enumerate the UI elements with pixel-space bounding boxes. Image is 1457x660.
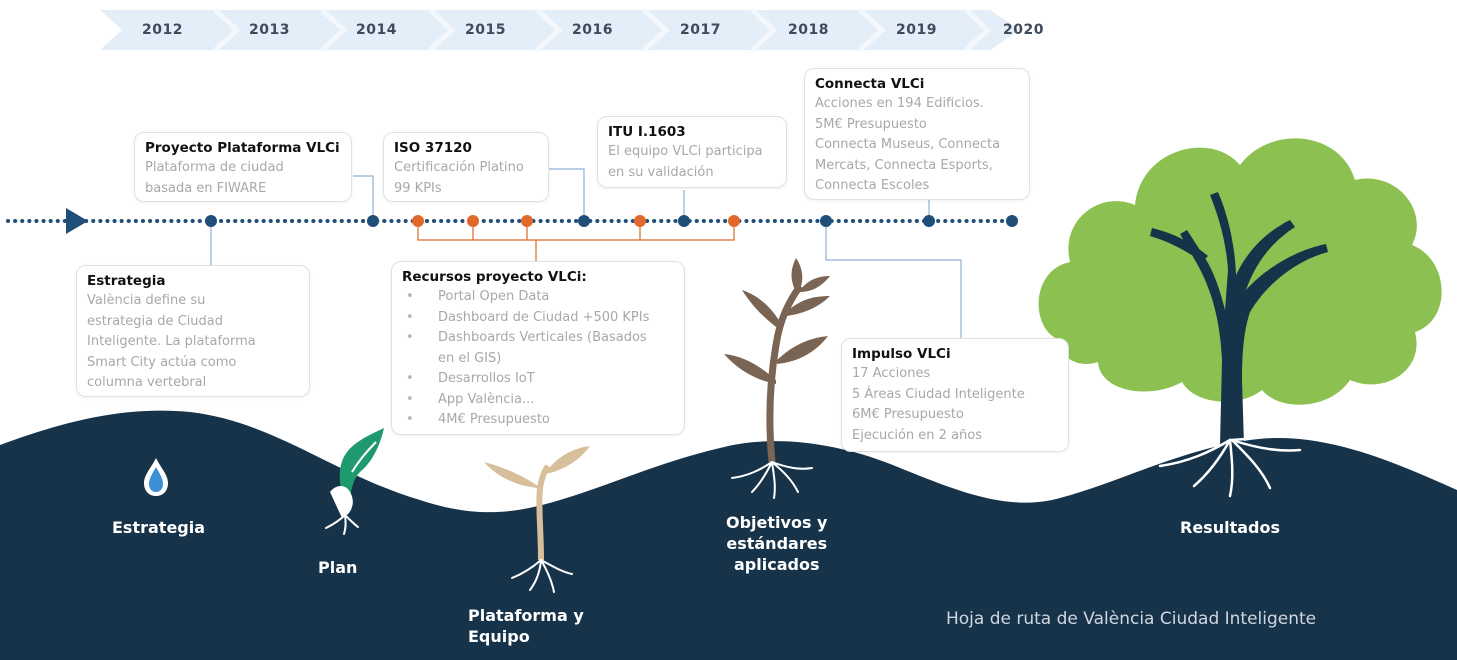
tree-icon bbox=[1038, 138, 1442, 498]
box-line: columna vertebral bbox=[87, 375, 207, 390]
year-label: 2018 bbox=[788, 22, 829, 38]
young-plant-icon bbox=[724, 258, 830, 499]
bullet-text: Dashboards Verticales (Basados bbox=[438, 330, 647, 345]
estrategia-box: Estrategia València define su estrategia… bbox=[76, 265, 310, 397]
bullet-text: en el GIS) bbox=[438, 350, 502, 366]
year-band-chevrons bbox=[213, 8, 992, 52]
terrain-hills bbox=[0, 410, 1457, 660]
box-line: estrategia de Ciudad bbox=[87, 313, 224, 329]
stage-label-estrategia: Estrategia bbox=[112, 518, 206, 537]
box-title: Recursos proyecto VLCi: bbox=[402, 269, 587, 285]
box-line: Connecta Escoles bbox=[815, 178, 930, 193]
bullet-icon: • bbox=[406, 330, 414, 345]
stage-line: estándares bbox=[726, 534, 828, 553]
itu-box: ITU I.1603 El equipo VLCi participa en s… bbox=[597, 116, 787, 188]
seedling-icon bbox=[484, 446, 590, 593]
box-line: Plataforma de ciudad bbox=[145, 160, 284, 175]
stage-label-plataforma: Plataforma y Equipo bbox=[468, 605, 584, 647]
impulso-box: Impulso VLCi 17 Acciones 5 Áreas Ciudad … bbox=[841, 338, 1069, 452]
box-line: Inteligente. La plataforma bbox=[87, 334, 256, 349]
box-line: Certificación Platino bbox=[394, 160, 524, 175]
proyecto-plataforma-box: Proyecto Plataforma VLCi Plataforma de c… bbox=[134, 132, 352, 202]
box-line: 5M€ Presupuesto bbox=[815, 116, 927, 132]
box-line: 6M€ Presupuesto bbox=[852, 407, 964, 422]
bullet-icon: • bbox=[406, 371, 414, 386]
timeline-milestones bbox=[205, 215, 1018, 227]
box-title: Proyecto Plataforma VLCi bbox=[145, 140, 340, 156]
year-label: 2015 bbox=[465, 22, 506, 38]
box-line: València define su bbox=[87, 293, 206, 308]
stage-label-resultados: Resultados bbox=[1180, 518, 1280, 537]
year-label: 2013 bbox=[249, 22, 290, 38]
recursos-box: Recursos proyecto VLCi: • Portal Open Dat… bbox=[391, 261, 685, 435]
year-label: 2014 bbox=[356, 22, 397, 38]
box-line: Mercats, Connecta Esports, bbox=[815, 157, 993, 173]
sprout-icon bbox=[325, 428, 384, 535]
bullet-item: • Dashboards Verticales (Basados bbox=[402, 328, 674, 349]
bullet-icon: • bbox=[406, 309, 414, 325]
connecta-box: Connecta VLCi Acciones en 194 Edificios.… bbox=[804, 68, 1030, 200]
bullet-icon: • bbox=[406, 289, 414, 304]
bullet-item-continuation: en el GIS) bbox=[402, 349, 674, 370]
bullet-text: Portal Open Data bbox=[438, 289, 550, 304]
box-title: ISO 37120 bbox=[394, 140, 472, 156]
box-title: Estrategia bbox=[87, 273, 166, 289]
box-title: Connecta VLCi bbox=[815, 76, 925, 92]
year-label: 2012 bbox=[142, 22, 183, 38]
footer-caption: Hoja de ruta de València Ciudad Intelige… bbox=[946, 609, 1317, 629]
stage-line: Objetivos y bbox=[726, 513, 828, 532]
box-line: Connecta Museus, Connecta bbox=[815, 137, 1001, 152]
bullet-text: Dashboard de Ciudad +500 KPIs bbox=[438, 309, 650, 325]
bullet-icon: • bbox=[406, 412, 414, 427]
iso-37120-box: ISO 37120 Certificación Platino 99 KPIs bbox=[383, 132, 549, 202]
box-line: Acciones en 194 Edificios. bbox=[815, 96, 984, 111]
water-drop-icon bbox=[144, 458, 168, 496]
stage-line: Plataforma y bbox=[468, 606, 584, 625]
bullet-item: • Portal Open Data bbox=[402, 287, 674, 308]
year-label: 2020 bbox=[1003, 22, 1044, 38]
year-label: 2019 bbox=[896, 22, 937, 38]
box-line: Ejecución en 2 años bbox=[852, 427, 982, 443]
box-line: 5 Áreas Ciudad Inteligente bbox=[852, 386, 1025, 402]
stage-label-objetivos: Objetivos y estándares aplicados bbox=[726, 512, 827, 575]
bullet-item: • App València... bbox=[402, 390, 674, 411]
box-line: 17 Acciones bbox=[852, 366, 931, 381]
box-line: El equipo VLCi participa bbox=[608, 144, 763, 159]
stage-line: aplicados bbox=[734, 555, 820, 574]
bullet-text: Desarrollos IoT bbox=[438, 371, 535, 386]
box-title: Impulso VLCi bbox=[852, 346, 951, 362]
bullet-icon: • bbox=[406, 391, 414, 407]
stage-line: Equipo bbox=[468, 627, 530, 646]
year-label: 2016 bbox=[572, 22, 613, 38]
bullet-item: • 4M€ Presupuesto bbox=[402, 410, 674, 431]
bullet-item: • Desarrollos IoT bbox=[402, 369, 674, 390]
timeline-start-arrow bbox=[66, 208, 88, 234]
bullet-text: 4M€ Presupuesto bbox=[438, 412, 550, 427]
box-line: Smart City actúa como bbox=[87, 354, 237, 370]
bullet-item: • Dashboard de Ciudad +500 KPIs bbox=[402, 308, 674, 329]
bullet-text: App València... bbox=[438, 391, 535, 407]
stage-label-plan: Plan bbox=[318, 558, 358, 577]
box-line: basada en FIWARE bbox=[145, 180, 267, 196]
year-label: 2017 bbox=[680, 22, 721, 38]
recursos-bracket bbox=[417, 222, 735, 262]
box-line: 99 KPIs bbox=[394, 180, 442, 196]
box-line: en su validación bbox=[608, 164, 714, 180]
box-title: ITU I.1603 bbox=[608, 124, 686, 140]
